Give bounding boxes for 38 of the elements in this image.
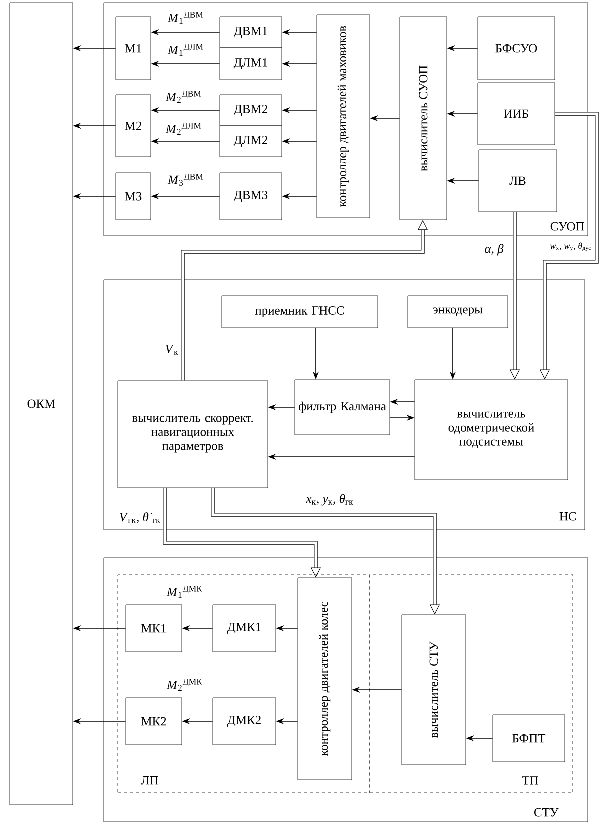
edge-label: α, β [484, 243, 505, 257]
process-box: МК2 [126, 698, 182, 746]
edge-label: w$_{x}$, w$_{y}$, θ$_{дус}$ [549, 242, 593, 252]
process-box: ДМК2 [212, 698, 276, 746]
process-box: контроллер двигателей маховиков [316, 14, 370, 218]
process-box: ОКМ [10, 2, 74, 806]
process-box: ДВМ1 [220, 16, 282, 48]
process-box: БФСУО [478, 16, 556, 80]
process-box: приемник ГНСС [222, 296, 378, 328]
process-box: ДВМ2 [220, 94, 282, 126]
process-box: контроллер двигателей колес [298, 578, 352, 780]
process-box: ДМК1 [212, 604, 276, 652]
edge-label: M$_{2}$ДЛМ [164, 122, 204, 136]
process-box: энкодеры [408, 296, 508, 328]
process-box: ДВМ3 [220, 172, 282, 220]
edge-label: x$_{к}$, y$_{к}$, θ$_{гк}$ [305, 493, 355, 507]
process-box: вычислитель СУОП [400, 16, 448, 220]
process-box: вычислитель скоррект. навигационных параметров [118, 380, 268, 488]
process-box: фильтр Калмана [294, 380, 390, 436]
process-box: БФПТ [492, 714, 566, 762]
process-box: М3 [116, 172, 152, 220]
process-box: ДЛМ1 [220, 48, 282, 80]
process-box: ДЛМ2 [220, 126, 282, 158]
edge-label: M$_{3}$ДВМ [167, 173, 205, 187]
edge-label: M$_{2}$ДМК [166, 678, 204, 692]
process-box: МК1 [126, 604, 182, 652]
edge-label: V$_{к}$ [164, 344, 180, 356]
process-box: М2 [116, 94, 152, 158]
process-box: ЛВ [478, 150, 558, 212]
process-box: М1 [116, 16, 152, 80]
edge-label: M$_{1}$ДЛМ [166, 43, 206, 57]
process-box: вычислитель одометрической подсистемы [414, 380, 568, 480]
edge-label: M$_{1}$ДМК [166, 585, 204, 599]
process-box: вычислитель СТУ [402, 614, 466, 766]
edge-label: V$_{гк}$, θ̇$_{гк}$ [118, 512, 162, 524]
process-box: ИИБ [478, 82, 556, 146]
edge-label: M$_{1}$ДВМ [167, 11, 205, 25]
edge-label: M$_{2}$ДВМ [165, 90, 203, 104]
